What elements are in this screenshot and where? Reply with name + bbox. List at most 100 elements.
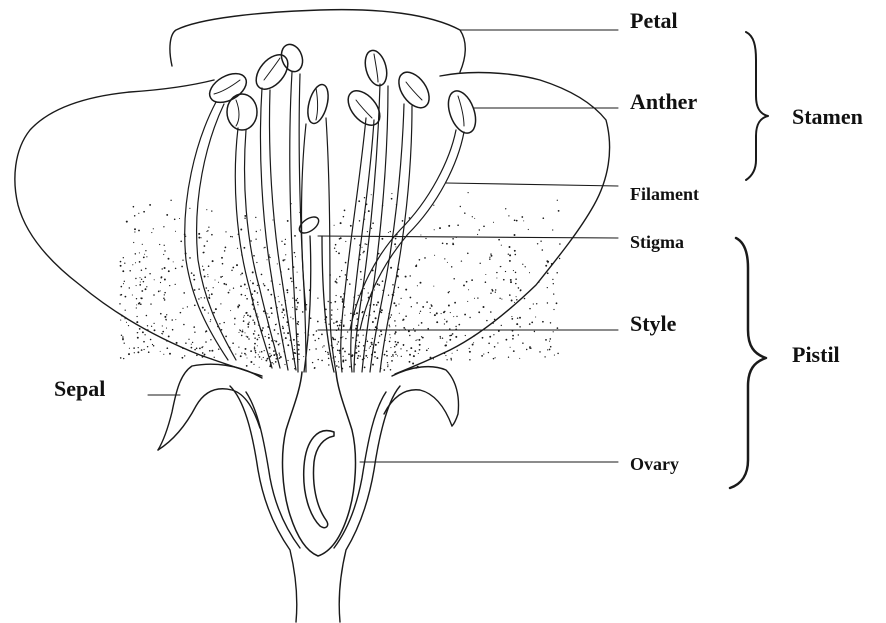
stipple-dot [232,342,234,344]
stipple-dot [164,294,165,295]
stipple-dot [136,307,137,308]
stipple-dot [240,285,242,287]
stipple-dot [213,312,215,314]
stipple-dot [223,283,225,285]
stipple-dot [136,321,138,323]
stipple-dot [180,240,182,242]
stipple-dot [425,238,426,239]
stipple-dot [381,238,383,240]
stipple-dot [188,339,189,340]
stipple-dot [321,334,323,336]
stipple-dot [211,234,213,236]
stipple-dot [374,351,376,353]
stipple-dot [250,280,251,281]
stipple-dot [334,301,336,303]
stipple-dot [215,308,217,310]
stipple-dot [553,309,554,310]
stipple-dot [421,322,423,324]
stipple-dot [433,286,434,287]
stipple-dot [359,342,360,343]
stipple-dot [287,292,289,294]
stipple-dot [362,311,364,313]
stipple-dot [374,289,375,290]
stipple-dot [545,339,547,341]
stipple-dot [120,261,122,263]
stipple-dot [175,319,176,320]
stipple-dot [323,345,324,346]
stipple-dot [295,299,297,301]
stipple-dot [395,344,397,346]
stipple-dot [290,317,291,318]
stipple-dot [144,334,145,335]
stipple-dot [141,290,143,292]
stipple-dot [202,346,203,347]
stipple-dot [191,344,192,345]
stipple-dot [505,339,507,341]
stipple-dot [417,285,418,286]
stipple-dot [426,349,428,351]
stipple-dot [505,271,506,272]
stipple-dot [169,285,170,286]
stipple-dot [526,349,527,350]
stipple-dot [150,303,151,304]
stipple-dot [270,294,272,296]
stipple-dot [403,327,405,329]
stipple-dot [139,261,141,263]
stipple-dot [198,298,199,299]
stipple-dot [212,260,214,262]
stipple-dot [558,210,560,212]
stipple-dot [189,208,190,209]
stipple-dot [123,283,124,284]
stipple-dot [254,347,255,348]
pistil-brace [730,238,766,488]
stipple-dot [267,289,269,291]
stipple-dot [458,324,460,326]
stipple-dot [342,336,343,337]
stipple-dot [164,299,166,301]
stipple-dot [338,328,339,329]
stipple-dot [557,353,559,355]
stipple-dot [145,268,147,270]
stipple-dot [247,358,248,359]
stipple-dot [471,279,473,281]
stipple-dot [282,327,284,329]
stipple-dot [465,335,466,336]
stipple-dot [285,254,286,255]
stipple-dot [160,351,161,352]
stipple-dot [549,341,550,342]
stipple-dot [206,330,208,332]
stipple-dot [336,365,338,367]
stipple-dot [294,349,295,350]
stipple-dot [198,237,200,239]
stipple-dot [204,354,205,355]
stipple-dot [386,350,388,352]
stipple-dot [513,270,514,271]
stipple-dot [269,347,271,349]
stipple-dot [271,307,272,308]
stipple-dot [306,304,307,305]
stipple-dot [513,350,515,352]
stipple-dot [375,344,377,346]
stipple-dot [509,246,511,248]
stipple-dot [352,354,354,356]
stipple-dot [524,298,526,300]
stipple-dot [122,270,124,272]
stipple-dot [395,325,396,326]
stipple-dot [148,351,150,353]
stipple-dot [317,297,318,298]
stipple-dot [372,364,374,366]
stipple-dot [225,231,226,232]
label-petal: Petal [630,10,678,32]
stipple-dot [243,247,245,249]
stipple-dot [409,275,410,276]
stipple-dot [268,334,269,335]
stipple-dot [439,227,441,229]
stipple-dot [193,274,195,276]
stipple-dot [145,288,147,290]
stipple-dot [472,216,473,217]
stipple-dot [159,244,160,245]
stipple-dot [129,287,130,288]
stipple-dot [269,254,270,255]
stipple-dot [378,284,380,286]
